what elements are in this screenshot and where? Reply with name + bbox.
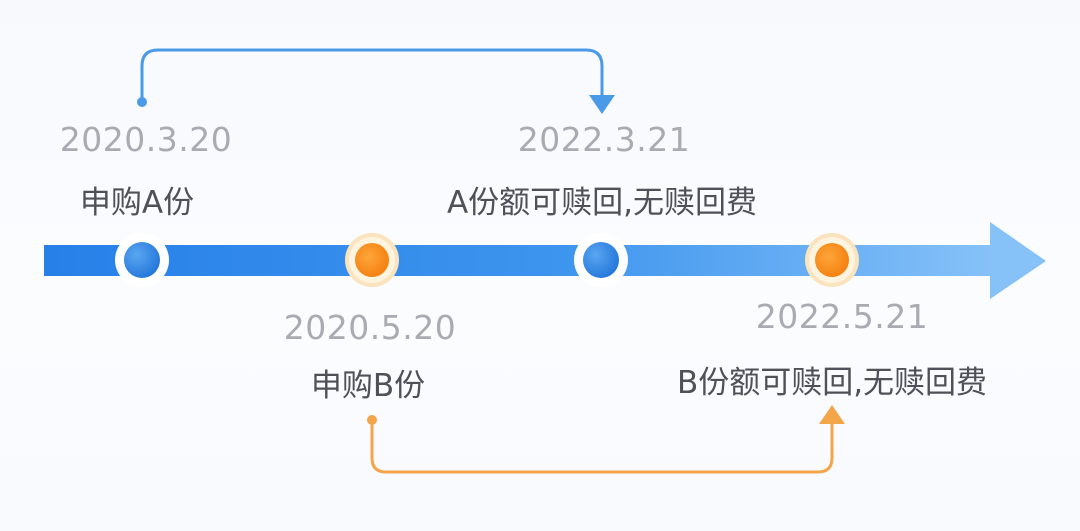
date-label-a-redeem: 2022.3.21: [517, 120, 691, 159]
bracket-a-arrowhead: [589, 95, 615, 114]
timeline-arrowhead: [990, 222, 1046, 299]
bracket-b-start-dot: [367, 415, 377, 425]
node-2022-3-21: [574, 233, 628, 287]
event-label-b-redeem: B份额可赎回,无赎回费: [676, 365, 988, 401]
date-label-b-redeem: 2022.5.21: [755, 297, 929, 336]
node-2022-5-21: [805, 233, 859, 287]
event-label-a-purchase: 申购A份: [79, 185, 195, 221]
node-2020-5-20: [345, 233, 399, 287]
bracket-b: [370, 420, 834, 474]
bracket-a-start-dot: [137, 97, 147, 107]
date-label-b-purchase: 2020.5.20: [283, 308, 457, 347]
bracket-a: [140, 48, 604, 102]
date-label-a-purchase: 2020.3.20: [59, 120, 233, 159]
event-label-a-redeem: A份额可赎回,无赎回费: [446, 185, 758, 221]
bracket-b-arrowhead: [819, 405, 845, 424]
event-label-b-purchase: 申购B份: [310, 368, 426, 404]
node-2020-3-20: [115, 233, 169, 287]
